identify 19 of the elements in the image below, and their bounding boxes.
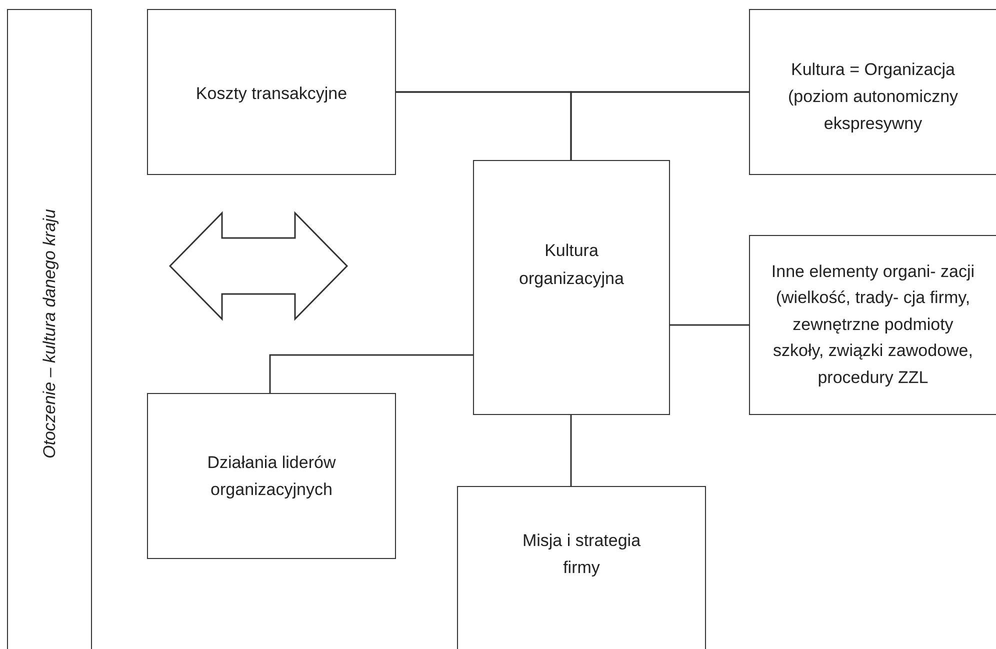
box-label: Działania liderów organizacyjnych: [206, 452, 337, 501]
box-label: Kultura organizacyjna: [518, 240, 625, 290]
box-label: Inne elementy organi- zacji (wielkość, trady- cja firmy, zewnętrzne podmioty szkoły, związki zawodowe, procedury ZZL: [770, 261, 976, 389]
process-box: [147, 393, 396, 559]
process-box: [457, 486, 706, 649]
connector-line: [570, 91, 749, 160]
connector-line: [670, 324, 749, 326]
central-box: [473, 160, 670, 415]
box-label: Misja i strategia firmy: [521, 530, 642, 580]
context-band: [7, 9, 92, 649]
process-box: [749, 235, 996, 415]
process-box: [749, 9, 996, 175]
double-arrow: [170, 213, 347, 319]
connector-line: [570, 415, 572, 486]
box-label: Kultura = Organizacja (poziom autonomiczny ekspresywny: [786, 59, 960, 136]
connector-line: [269, 354, 473, 393]
process-box: [147, 9, 396, 175]
band-label: Otoczenie – kultura danego kraju: [40, 209, 60, 459]
box-label: Koszty transakcyjne: [196, 83, 348, 105]
